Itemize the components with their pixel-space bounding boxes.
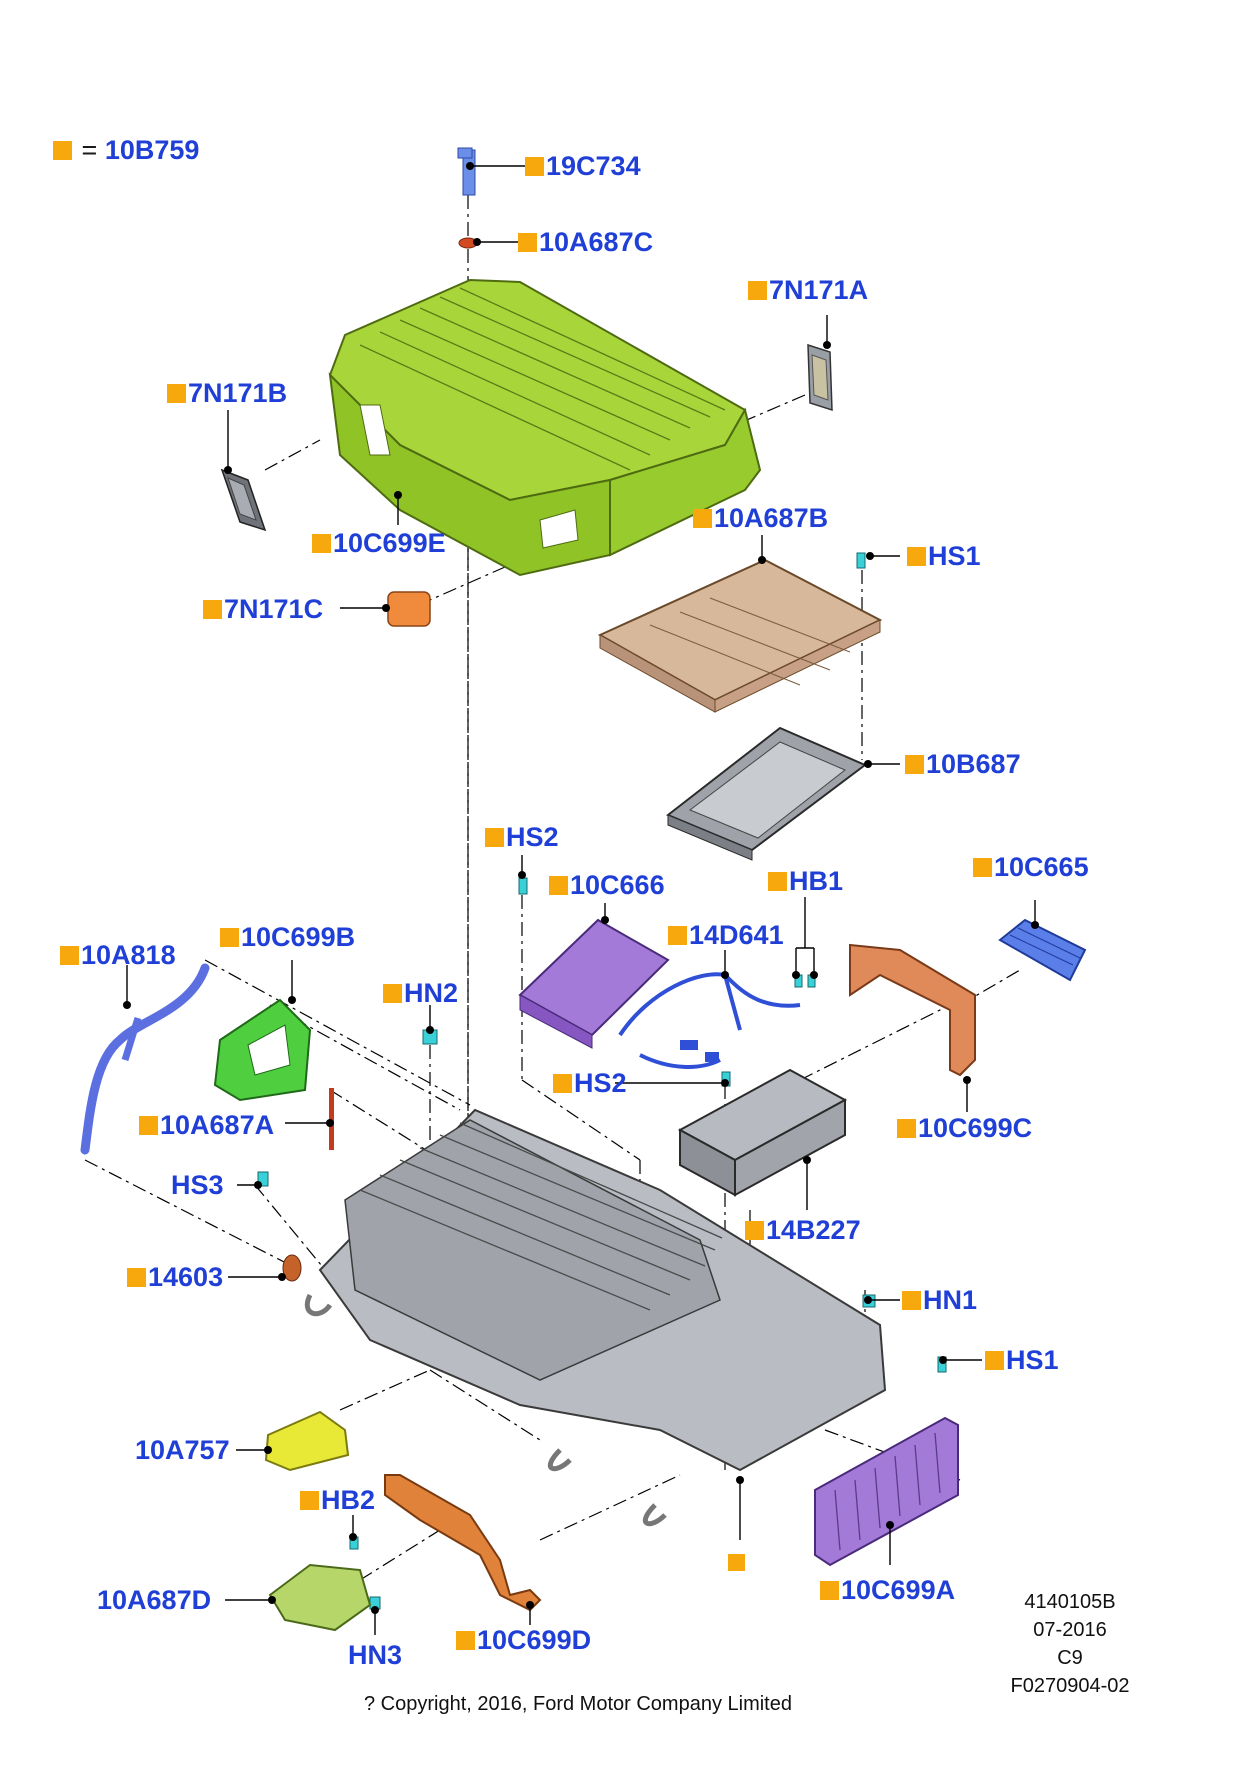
- copyright-notice: ? Copyright, 2016, Ford Motor Company Li…: [364, 1693, 792, 1715]
- marker-icon: [300, 1491, 319, 1510]
- part-7N171B: [220, 468, 267, 532]
- legend-marker: [53, 141, 72, 160]
- callout-HS2-mid: HS2: [553, 1068, 627, 1098]
- part-14B227-box: [677, 1068, 848, 1197]
- marker-icon: [907, 547, 926, 566]
- part-10C666-module: [518, 918, 670, 1049]
- marker-icon: [668, 926, 687, 945]
- callout-14B227: 14B227: [745, 1215, 861, 1245]
- marker-icon: [525, 157, 544, 176]
- legend: = 10B759: [53, 135, 199, 165]
- callout-HS2-top: HS2: [485, 822, 559, 852]
- callout-14603: 14603: [127, 1262, 223, 1292]
- part-10C699B-bracket: [213, 998, 312, 1102]
- part-10B687-tray: [666, 726, 867, 861]
- legend-equals: =: [81, 135, 98, 165]
- callout-HB1: HB1: [768, 866, 843, 896]
- callout-14D641: 14D641: [668, 920, 784, 950]
- marker-icon: [985, 1351, 1004, 1370]
- marker-icon: [383, 984, 402, 1003]
- marker-icon: [973, 858, 992, 877]
- callout-HS1-top: HS1: [907, 541, 981, 571]
- marker-icon: [820, 1581, 839, 1600]
- part-HS2-top: [518, 877, 528, 895]
- marker-icon: [167, 384, 186, 403]
- callout-HS1-bottom: HS1: [985, 1345, 1059, 1375]
- callout-10C665: 10C665: [973, 852, 1089, 882]
- figure-id: F0270904-02: [1010, 1675, 1130, 1697]
- part-7N171C: [387, 591, 431, 627]
- callout-10C699E: 10C699E: [312, 528, 446, 558]
- callout-10A687D: 10A687D: [97, 1585, 212, 1615]
- callout-10A757: 10A757: [135, 1435, 230, 1465]
- marker-icon: [139, 1116, 158, 1135]
- part-10A757: [264, 1410, 350, 1472]
- marker-icon: [127, 1268, 146, 1287]
- callout-10C699D: 10C699D: [456, 1625, 591, 1655]
- marker-icon: [203, 600, 222, 619]
- marker-10B759: [728, 1554, 745, 1571]
- callout-10C699A: 10C699A: [820, 1575, 955, 1605]
- callout-HB2: HB2: [300, 1485, 375, 1515]
- marker-icon: [220, 928, 239, 947]
- callout-7N171B: 7N171B: [167, 378, 287, 408]
- callout-10C699B: 10C699B: [220, 922, 355, 952]
- callout-10A687A: 10A687A: [139, 1110, 274, 1140]
- marker-icon: [897, 1119, 916, 1138]
- callout-19C734: 19C734: [525, 151, 641, 181]
- part-14D641-harness: [618, 972, 801, 1069]
- callout-HS3: HS3: [171, 1170, 224, 1200]
- part-14603: [282, 1254, 302, 1282]
- illustration-revision: C9: [1057, 1647, 1083, 1669]
- part-HS3: [257, 1171, 269, 1187]
- callout-10C666: 10C666: [549, 870, 665, 900]
- part-7N171A: [807, 343, 833, 412]
- marker-icon: [768, 872, 787, 891]
- part-10C699D-bracket: [384, 1474, 542, 1612]
- marker-icon: [748, 281, 767, 300]
- callout-HN1: HN1: [902, 1285, 977, 1315]
- callout-10A818: 10A818: [60, 940, 176, 970]
- callout-HN2: HN2: [383, 978, 458, 1008]
- callout-7N171A: 7N171A: [748, 275, 868, 305]
- marker-icon: [745, 1221, 764, 1240]
- part-10C699A-plate: [814, 1416, 959, 1567]
- leader-lines: [123, 162, 1039, 1635]
- marker-icon: [693, 509, 712, 528]
- callout-10B687: 10B687: [905, 749, 1021, 779]
- marker-icon: [312, 534, 331, 553]
- part-10C699E-top-tray: [328, 278, 762, 577]
- illustration-info: 4140105B 07-2016 C9 F0270904-02: [1010, 1588, 1130, 1700]
- part-HS1-top: [856, 552, 866, 569]
- callout-10A687C: 10A687C: [518, 227, 653, 257]
- marker-icon: [553, 1074, 572, 1093]
- marker-icon: [902, 1291, 921, 1310]
- part-10A687D: [268, 1563, 372, 1632]
- marker-icon: [456, 1631, 475, 1650]
- marker-icon: [905, 755, 924, 774]
- illustration-date: 07-2016: [1033, 1619, 1107, 1641]
- part-10A818-hose: [80, 963, 210, 1155]
- part-10C699C-bracket: [849, 943, 976, 1077]
- callout-HN3: HN3: [348, 1640, 403, 1670]
- callout-7N171C: 7N171C: [203, 594, 323, 624]
- part-10C665: [998, 918, 1087, 982]
- part-19C734: [457, 147, 476, 196]
- illustration-number: 4140105B: [1024, 1591, 1116, 1613]
- legend-part: 10B759: [104, 135, 200, 165]
- part-10A687A: [329, 1088, 334, 1150]
- marker-icon: [485, 828, 504, 847]
- callout-10A687B: 10A687B: [693, 503, 828, 533]
- part-10A687B-plate: [597, 558, 883, 713]
- marker-icon: [518, 233, 537, 252]
- part-battery-base: [305, 1108, 887, 1527]
- marker-icon: [60, 946, 79, 965]
- marker-icon: [549, 876, 568, 895]
- callout-10C699C: 10C699C: [897, 1113, 1032, 1143]
